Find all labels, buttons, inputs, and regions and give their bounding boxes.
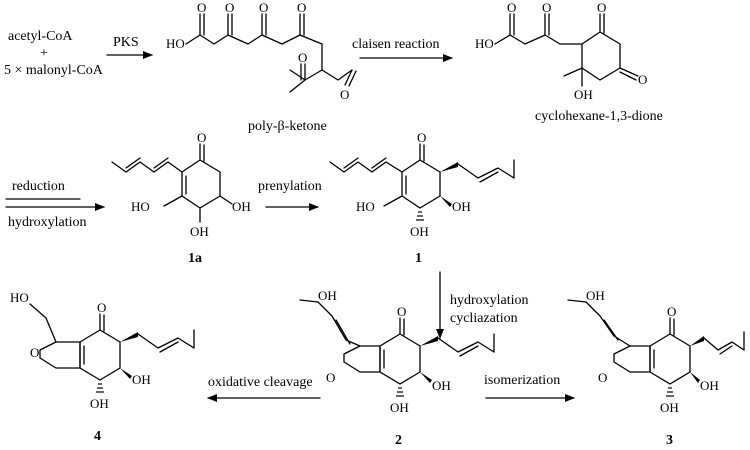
atom-O-4: O	[97, 300, 106, 315]
plus-sign: +	[40, 46, 48, 61]
isomerization-label: isomerization	[484, 373, 560, 388]
atom-O-4: O	[297, 0, 306, 15]
claisen-arrow: claisen reaction	[352, 37, 453, 62]
compound-1-structure: O HO OH OH 1	[329, 130, 515, 266]
isomerization-arrow: isomerization	[484, 373, 575, 402]
atom-HO: HO	[166, 36, 185, 51]
compound-2-structure: OH O O OH OH 2	[299, 288, 495, 448]
atom-O-6: O	[298, 50, 307, 65]
atom-OH-3-b: OH	[660, 400, 679, 415]
hydroxylation2-label: hydroxylation	[450, 293, 529, 308]
claisen-label: claisen reaction	[352, 37, 439, 52]
oxidative-label: oxidative cleavage	[208, 375, 313, 390]
atom-OH-1-a: OH	[452, 199, 471, 214]
atom-OH-2-b: OH	[390, 400, 409, 415]
hydroxylation-label: hydroxylation	[8, 215, 87, 230]
atom-O-1a: O	[197, 130, 206, 145]
cyclization-arrow: hydroxylation cycliazation	[436, 271, 529, 339]
atom-O-d4: O	[638, 72, 647, 87]
compound-1-label: 1	[415, 251, 422, 266]
atom-OH-3-a: OH	[700, 378, 719, 393]
pks-label: PKS	[113, 35, 139, 50]
atom-O-d2: O	[542, 0, 551, 15]
atom-OH-4-a: OH	[132, 372, 151, 387]
atom-OH-4-b: OH	[90, 396, 109, 411]
reduction-arrow: reduction hydroxylation	[5, 179, 105, 230]
compound-3-label: 3	[666, 433, 673, 448]
acetyl-coa-label: acetyl-CoA	[8, 29, 73, 44]
atom-O-3: O	[259, 0, 268, 15]
atom-HO-4: HO	[10, 290, 29, 305]
atom-OH-3-top: OH	[586, 288, 605, 303]
start-materials: acetyl-CoA + 5 × malonyl-CoA	[4, 29, 104, 78]
atom-OH-1a-a: OH	[232, 199, 251, 214]
poly-ketone-label: poly-β-ketone	[248, 119, 327, 134]
cyclization-label: cycliazation	[450, 311, 518, 326]
compound-2-label: 2	[395, 433, 402, 448]
atom-OH-1-b: OH	[410, 224, 429, 239]
atom-O-1: O	[417, 130, 426, 145]
atom-OH-d: OH	[574, 87, 593, 102]
atom-O-d1: O	[507, 0, 516, 15]
atom-O-5: O	[340, 87, 349, 102]
reduction-label: reduction	[12, 179, 65, 194]
atom-O-2: O	[225, 0, 234, 15]
poly-beta-ketone-structure: HO O O O O O O poly-β-ketone	[166, 0, 357, 134]
prenylation-label: prenylation	[258, 179, 322, 194]
atom-OH-1a-b: OH	[190, 224, 209, 239]
atom-HO-1: HO	[356, 199, 375, 214]
malonyl-coa-label: 5 × malonyl-CoA	[4, 63, 104, 78]
prenylation-arrow: prenylation	[258, 179, 322, 211]
compound-1a-label: 1a	[188, 251, 202, 266]
compound-4-structure: HO O O OH OH 4	[10, 290, 195, 444]
dione-label: cyclohexane-1,3-dione	[535, 109, 663, 124]
atom-HO-d: HO	[475, 36, 494, 51]
compound-4-label: 4	[94, 429, 101, 444]
compound-1a-structure: O HO OH OH 1a	[111, 130, 251, 266]
atom-O-1: O	[197, 0, 206, 15]
pks-arrow: PKS	[106, 35, 153, 59]
oxidative-cleavage-arrow: oxidative cleavage	[207, 375, 321, 402]
atom-O-3-ring: O	[598, 370, 607, 385]
atom-OH-2-top: OH	[318, 288, 337, 303]
atom-O-2: O	[397, 304, 406, 319]
cyclohexanedione-structure: HO O O O O OH cyclohexane-1,3-dione	[475, 0, 663, 124]
compound-3-structure: OH O O OH OH 3	[567, 288, 745, 448]
atom-OH-2-a: OH	[432, 378, 451, 393]
atom-O-d3: O	[597, 0, 606, 15]
atom-HO-1a: HO	[131, 199, 150, 214]
atom-O-3: O	[667, 304, 676, 319]
atom-O-2-ring: O	[326, 370, 335, 385]
atom-O-4-ring: O	[30, 345, 39, 360]
